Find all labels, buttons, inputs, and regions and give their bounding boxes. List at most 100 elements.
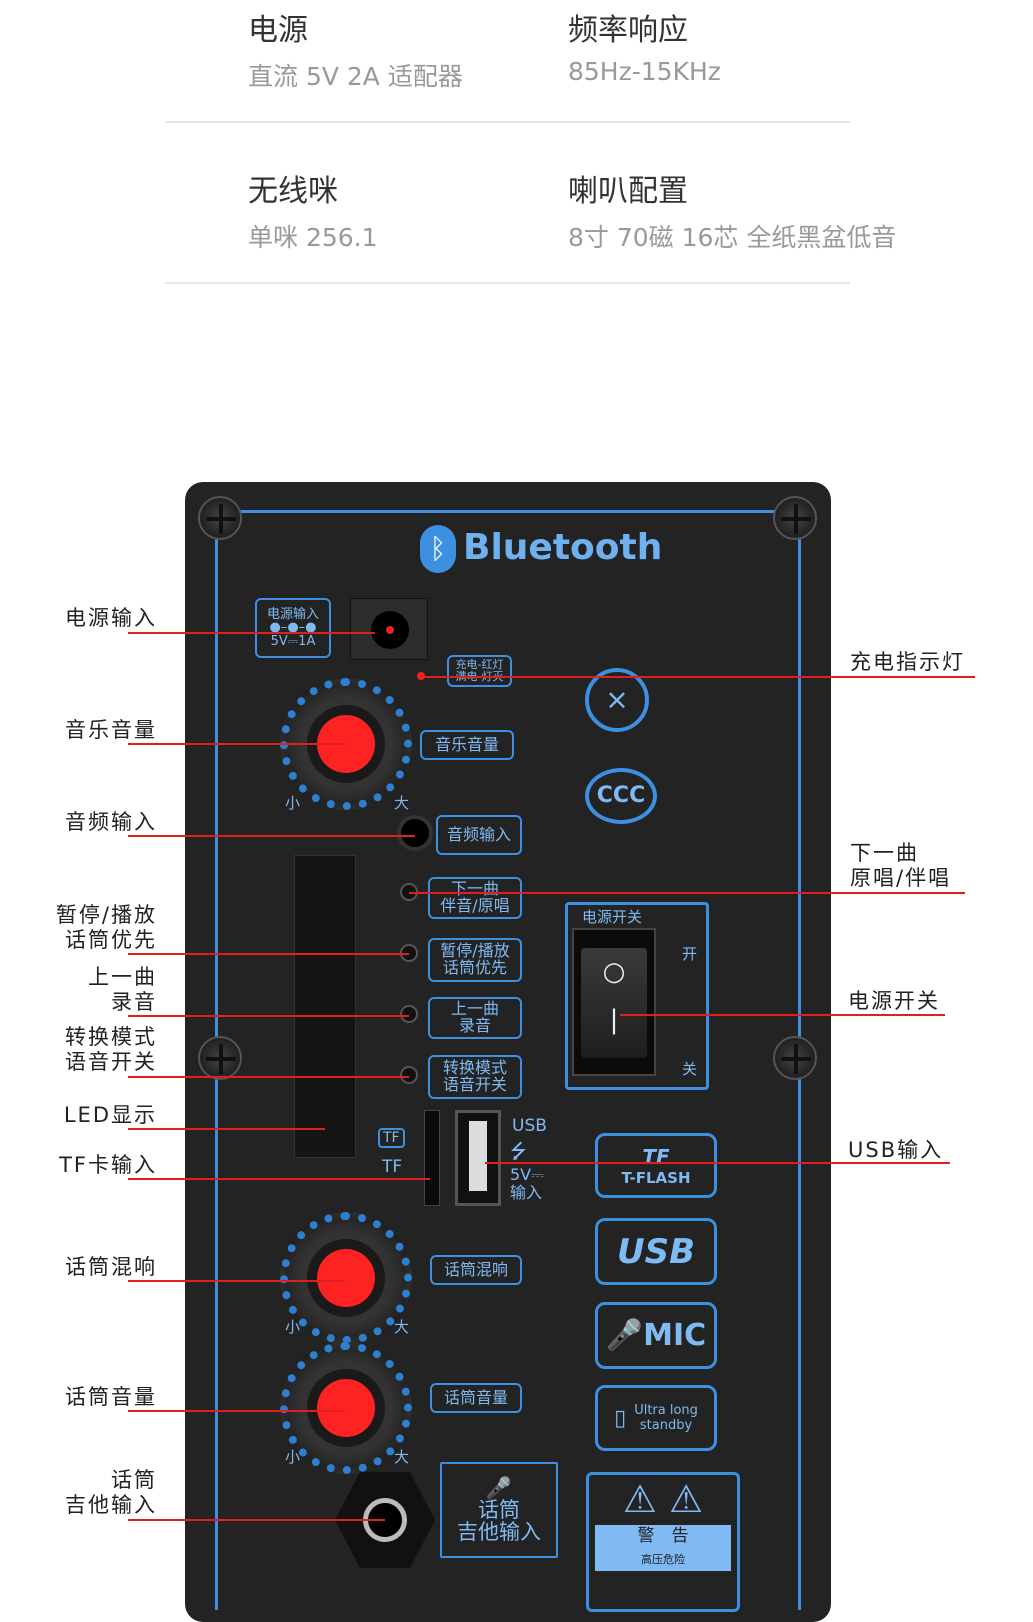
- ccc-icon: CCC: [585, 768, 657, 824]
- min-label: 小: [285, 794, 301, 812]
- annotation-line: [128, 1178, 430, 1180]
- annotation-line: [128, 953, 409, 955]
- no-water-icon: ⨯: [585, 668, 649, 732]
- spec-title-mic: 无线咪: [248, 174, 338, 209]
- annotation-power-switch: 电源开关: [848, 989, 940, 1013]
- annotation-charge-led: 充电指示灯: [850, 650, 965, 674]
- power-switch-label: 电源开关: [582, 908, 643, 926]
- bluetooth-icon: ᛒ: [420, 525, 456, 573]
- max-label: 大: [394, 1318, 410, 1336]
- label-line: 暂停/播放: [440, 941, 510, 961]
- spec-value-speaker: 8寸 70磁 16芯 全纸黑盆低音: [568, 223, 897, 252]
- polarity-icon: ●–●–●: [269, 620, 317, 636]
- screw-icon: [773, 496, 817, 540]
- label-line: 话筒优先: [442, 958, 507, 977]
- next-label: 下一曲伴音/原唱: [428, 877, 522, 919]
- annotation-line: [620, 1014, 945, 1016]
- min-label: 小: [285, 1448, 301, 1466]
- previous-button[interactable]: [400, 1005, 418, 1023]
- annotation-line: [128, 1410, 345, 1412]
- annotation-line: [128, 1128, 325, 1130]
- usb-label: USB: [512, 1116, 547, 1136]
- annotation-line: [409, 892, 965, 894]
- power-switch-frame: [565, 902, 709, 1090]
- annotation-guitar-input: 话筒吉他输入: [65, 1468, 157, 1518]
- annotation-line: [128, 1015, 409, 1017]
- annotation-line: [128, 743, 345, 745]
- mic-icon: 🎤: [485, 1475, 513, 1500]
- mode-label: 转换模式语音开关: [428, 1055, 522, 1099]
- spec-title-speaker: 喇叭配置: [568, 174, 688, 209]
- divider: [165, 282, 850, 284]
- battery-icon: ▯: [614, 1405, 627, 1431]
- label-line: 录音: [458, 1016, 491, 1035]
- mic-volume-label: 话筒音量: [430, 1383, 522, 1413]
- power-input-label: 电源输入 ●–●–● 5V⎓1A: [255, 598, 331, 658]
- tf-label: TF: [382, 1157, 403, 1177]
- max-label: 大: [394, 1448, 410, 1466]
- music-volume-label: 音乐音量: [420, 730, 514, 760]
- usb-logo-icon: USB: [595, 1218, 717, 1285]
- knob-cap: [317, 1249, 375, 1307]
- warning-triangle-icon: ⚠ ⚠: [622, 1477, 704, 1521]
- play-pause-label: 暂停/播放话筒优先: [428, 938, 522, 982]
- annotation-line1: 转换模式: [65, 1025, 157, 1049]
- screw-icon: [198, 1036, 242, 1080]
- annotation-line: [421, 676, 975, 678]
- screw-icon: [198, 496, 242, 540]
- annotation-mode: 转换模式语音开关: [65, 1025, 157, 1075]
- spec-title-power: 电源: [248, 13, 308, 48]
- annotation-line: [128, 632, 375, 634]
- label-line: 转换模式: [442, 1058, 507, 1078]
- power-input-text: 电源输入: [266, 606, 319, 622]
- spec-value-power: 直流 5V 2A 适配器: [248, 62, 463, 91]
- guitar-input-label: 🎤话筒吉他输入: [440, 1462, 558, 1558]
- power-switch[interactable]: ○|: [572, 928, 656, 1076]
- annotation-mic-volume: 话筒音量: [65, 1385, 157, 1409]
- usb-voltage: 5V⎓: [510, 1165, 544, 1184]
- max-label: 大: [394, 794, 410, 812]
- power-spec-text: 5V⎓1A: [270, 633, 316, 649]
- annotation-line1: 暂停/播放: [55, 903, 157, 927]
- usb-port[interactable]: [455, 1110, 501, 1206]
- annotation-led-display: LED显示: [63, 1103, 157, 1127]
- dc-power-jack[interactable]: [350, 598, 428, 660]
- label-line: 语音开关: [442, 1075, 507, 1094]
- annotation-previous: 上一曲录音: [88, 965, 157, 1015]
- annotation-tf-input: TF卡输入: [59, 1153, 157, 1177]
- spec-value-frequency: 85Hz-15KHz: [568, 57, 721, 86]
- annotation-next: 下一曲原唱/伴唱: [850, 841, 951, 891]
- screw-icon: [773, 1036, 817, 1080]
- mic-text: MIC: [643, 1318, 707, 1353]
- audio-input-jack[interactable]: [397, 815, 433, 851]
- spec-title-frequency: 频率响应: [568, 13, 688, 48]
- standby-line: standby: [639, 1418, 693, 1433]
- annotation-mic-echo: 话筒混响: [65, 1255, 157, 1279]
- annotation-line2: 原唱/伴唱: [850, 866, 952, 890]
- warning-panel: ⚠ ⚠ 警 告高压危险: [586, 1472, 740, 1612]
- mic-echo-label: 话筒混响: [430, 1255, 522, 1285]
- usb-symbol-icon: ⭍: [510, 1139, 527, 1163]
- annotation-power-input: 电源输入: [65, 606, 157, 630]
- annotation-play-pause: 暂停/播放话筒优先: [56, 903, 157, 953]
- tf-script: TF: [642, 1144, 670, 1169]
- bluetooth-brand: Bluetooth: [463, 527, 663, 568]
- divider: [165, 121, 850, 123]
- spec-value-mic: 单咪 256.1: [248, 223, 378, 252]
- annotation-line2: 语音开关: [65, 1050, 157, 1074]
- annotation-line: [485, 1162, 950, 1164]
- label-line: 上一曲: [450, 999, 499, 1019]
- off-label: 关: [682, 1060, 698, 1078]
- tf-card-slot[interactable]: [424, 1110, 440, 1206]
- annotation-line2: 录音: [111, 990, 157, 1014]
- annotation-line1: 上一曲: [88, 965, 157, 989]
- warning-text: 警 告: [637, 1526, 689, 1546]
- previous-label: 上一曲录音: [428, 997, 522, 1039]
- tf-card-icon: TF: [378, 1128, 405, 1148]
- mode-button[interactable]: [400, 1066, 418, 1084]
- led-display: [294, 855, 356, 1158]
- annotation-music-volume: 音乐音量: [65, 718, 157, 742]
- standby-line: Ultra long: [634, 1403, 698, 1418]
